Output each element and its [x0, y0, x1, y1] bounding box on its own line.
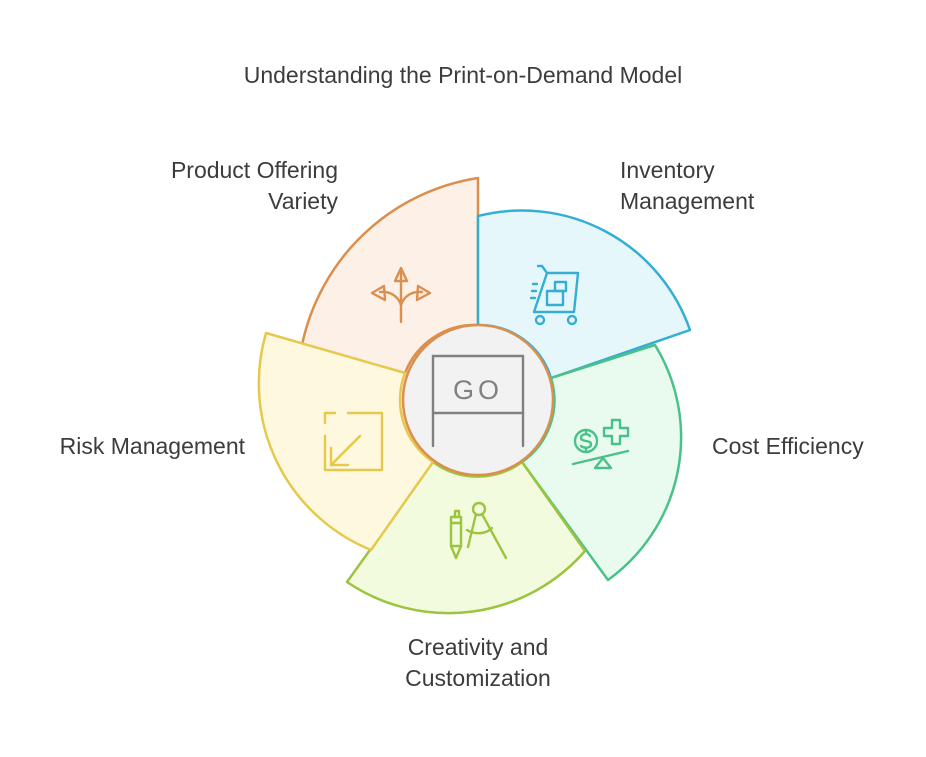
segment-product-offering-variety[interactable]: [300, 176, 480, 375]
diagram-title: Understanding the Print-on-Demand Model: [243, 62, 683, 88]
label-product-offering-variety: Product Offering Variety: [170, 157, 338, 214]
center-hub[interactable]: GO: [401, 323, 555, 477]
arrow-in-square-icon: [323, 411, 384, 472]
label-creativity-and-customization: Creativity and Customization: [405, 634, 551, 691]
segment-shape: [520, 343, 683, 582]
inventory-cart-icon: [529, 264, 580, 326]
center-circle: [401, 323, 555, 477]
center-label: GO: [453, 375, 503, 405]
segment-shape: [257, 331, 435, 552]
split-arrows-icon: [370, 266, 432, 324]
label-cost-efficiency: Cost Efficiency: [712, 433, 864, 459]
segment-risk-management[interactable]: [257, 331, 435, 552]
label-risk-management: Risk Management: [59, 433, 245, 459]
segment-cost-efficiency[interactable]: [520, 343, 683, 582]
pen-compass-icon: [449, 501, 508, 560]
segment-shape: [300, 176, 480, 375]
label-inventory-management: Inventory Management: [620, 157, 755, 214]
signboard-icon: [431, 354, 525, 448]
dollar-balance-icon: [571, 418, 630, 470]
